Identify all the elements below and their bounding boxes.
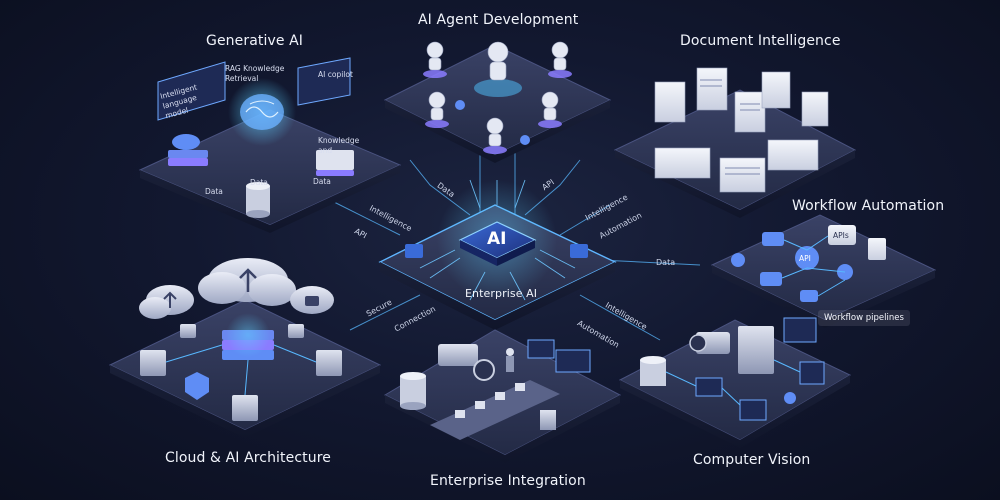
cloud-platform bbox=[108, 258, 382, 438]
integration-platform bbox=[383, 329, 622, 463]
workflow-api-label: API bbox=[799, 254, 811, 263]
data-label-3: Data bbox=[313, 177, 331, 186]
knowledge-label: Knowledge and bbox=[318, 136, 360, 155]
computer-vision-platform bbox=[618, 317, 852, 448]
workflow-apis-label: APIs bbox=[833, 231, 849, 240]
ai-chip-label: AI bbox=[487, 229, 507, 249]
vision-title: Computer Vision bbox=[693, 452, 811, 468]
data-label-2: Data bbox=[250, 178, 268, 187]
enterprise-ai-platform bbox=[378, 179, 617, 330]
workflow-pipelines-label: Workflow pipelines bbox=[818, 310, 910, 326]
document-intelligence-platform bbox=[613, 67, 857, 218]
data-label-1: Data bbox=[205, 187, 223, 196]
generative-ai-title: Generative AI bbox=[206, 33, 304, 49]
agent-dev-title: AI Agent Development bbox=[418, 12, 579, 28]
workflow-title: Workflow Automation bbox=[792, 198, 945, 214]
connector-data-right: Data bbox=[656, 258, 676, 267]
workflow-platform bbox=[710, 214, 937, 328]
integration-title: Enterprise Integration bbox=[430, 473, 586, 489]
generative-ai-platform bbox=[138, 57, 402, 233]
rag-label: RAG Knowledge Retrieval bbox=[225, 64, 285, 83]
copilot-label: AI copilot bbox=[318, 70, 353, 79]
enterprise-ai-label: Enterprise AI bbox=[465, 287, 538, 300]
agent-dev-platform bbox=[383, 41, 612, 163]
cloud-title: Cloud & AI Architecture bbox=[165, 450, 331, 466]
document-intel-title: Document Intelligence bbox=[680, 33, 841, 49]
